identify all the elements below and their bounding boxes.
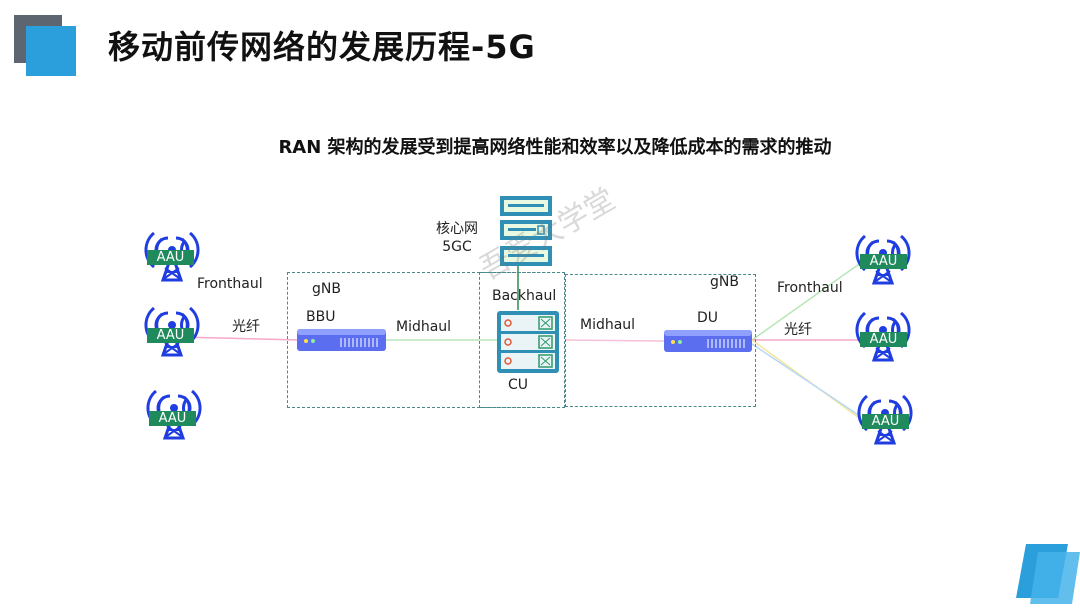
aau-label-right-2: AAU — [860, 332, 907, 347]
fronthaul-right-label: Fronthaul — [777, 280, 843, 296]
gnb-right-label: gNB — [710, 274, 739, 290]
bbu-label: BBU — [306, 309, 336, 325]
du-device — [664, 330, 752, 352]
page-title: 移动前传网络的发展历程-5G — [108, 28, 536, 66]
aau-label-left-1: AAU — [147, 250, 194, 265]
cu-label: CU — [508, 377, 529, 393]
corner-decoration-top — [14, 15, 76, 76]
core-network-label-line1: 核心网 — [436, 221, 478, 237]
aau-label-left-2: AAU — [147, 328, 194, 343]
corner-decoration-bottom — [1016, 544, 1080, 604]
gnb-right-region — [565, 274, 756, 407]
cu-region — [479, 272, 565, 408]
gnb-left-label: gNB — [312, 281, 341, 297]
page-subtitle: RAN 架构的发展受到提高网络性能和效率以及降低成本的需求的推动 — [278, 137, 832, 158]
backhaul-label: Backhaul — [492, 288, 557, 304]
du-label: DU — [697, 310, 719, 326]
fronthaul-left-label: Fronthaul — [197, 276, 263, 292]
aau-label-right-1: AAU — [860, 254, 907, 269]
core-network-label: 核心网 5GC — [436, 220, 478, 256]
midhaul-left-label: Midhaul — [396, 319, 452, 335]
bbu-device — [297, 329, 386, 351]
core-network-server — [500, 196, 552, 266]
core-network-label-line2: 5GC — [442, 239, 472, 255]
fiber-right-label: 光纤 — [784, 322, 812, 338]
cu-server — [497, 311, 559, 373]
aau-label-left-3: AAU — [149, 411, 196, 426]
aau-label-right-3: AAU — [862, 414, 909, 429]
midhaul-right-label: Midhaul — [580, 317, 636, 333]
fiber-left-label: 光纤 — [232, 319, 260, 335]
